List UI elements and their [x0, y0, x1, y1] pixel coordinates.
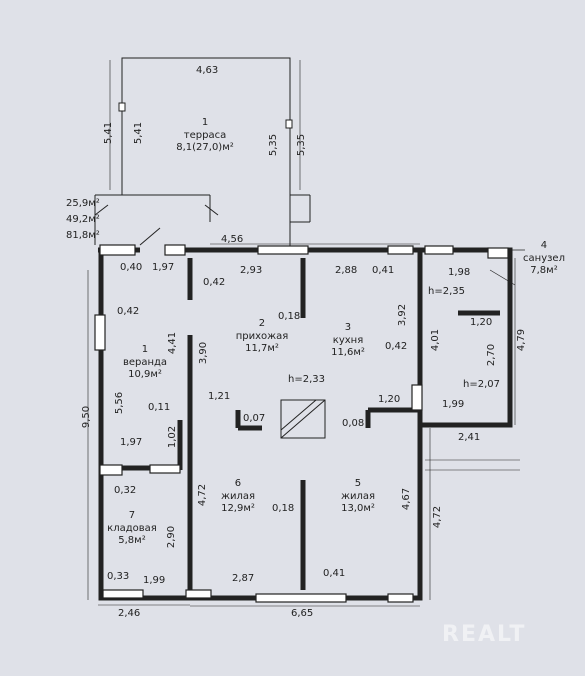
dim-label: 0,42 [385, 341, 408, 352]
dim-label: 3,90 [198, 341, 210, 365]
dim-label: 1,97 [120, 437, 143, 448]
realt-logo: REALT [442, 622, 527, 647]
dim-label: 4,72 [197, 483, 209, 507]
dim-label: 4,41 [167, 331, 179, 355]
dim-label: 1,20 [470, 317, 493, 328]
dim-label: 0,11 [148, 402, 171, 413]
dim-label: 0,42 [117, 306, 140, 317]
wall-bath [420, 247, 513, 428]
dim-label: 4,67 [401, 487, 413, 511]
dim-label: 0,08 [342, 418, 365, 429]
dim-label: 9,50 [81, 405, 93, 429]
dim-label: 1,21 [208, 391, 231, 402]
height-label: h=2,07 [463, 379, 500, 390]
dim-label: 6,65 [291, 608, 314, 619]
height-label: h=2,35 [428, 286, 465, 297]
dim-label: 2,88 [335, 265, 358, 276]
dim-label: 5,41 [103, 121, 115, 145]
wall-west [98, 250, 185, 601]
window [94, 314, 106, 351]
area-total-2: 49,2м² [66, 214, 100, 225]
dim-label: 0,32 [114, 485, 137, 496]
dim-label: 4,01 [430, 328, 442, 352]
dim-label: 0,41 [372, 265, 395, 276]
dim-label: 5,35 [296, 133, 308, 157]
dim-label: 2,70 [486, 343, 498, 367]
dim-label: 0,18 [272, 503, 295, 514]
dim-label: 1,99 [143, 575, 166, 586]
dim-label: 0,18 [278, 311, 301, 322]
dim-label: 5,56 [114, 391, 126, 415]
wall-outer [165, 247, 423, 601]
dim-label: 0,33 [107, 571, 130, 582]
dim-label: 4,79 [516, 328, 528, 352]
dim-label: 1,98 [448, 267, 471, 278]
dim-label: 1,20 [378, 394, 401, 405]
dim-label: 4,56 [221, 234, 244, 245]
dim-label: 5,35 [268, 133, 280, 157]
dim-label: 4,72 [432, 505, 444, 529]
stair-symbol [280, 399, 326, 439]
dim-label: 0,40 [120, 262, 143, 273]
area-total-1: 25,9м² [66, 198, 100, 209]
dim-label: 2,46 [118, 608, 141, 619]
dim-label: 2,41 [458, 432, 481, 443]
dim-label: 4,63 [196, 65, 219, 76]
dim-label: 3,92 [397, 303, 409, 327]
dim-label: 1,02 [167, 425, 179, 449]
dim-label: 1,99 [442, 399, 465, 410]
dim-label: 5,41 [133, 121, 145, 145]
dim-label: 2,93 [240, 265, 263, 276]
dim-label: 1,97 [152, 262, 175, 273]
dim-label: 2,90 [166, 525, 178, 549]
dim-label: 0,41 [323, 568, 346, 579]
area-total-3: 81,8м² [66, 230, 100, 241]
dim-label: 2,87 [232, 573, 255, 584]
dim-label: 0,07 [243, 413, 266, 424]
dim-label: 0,42 [203, 277, 226, 288]
height-label: h=2,33 [288, 374, 325, 385]
